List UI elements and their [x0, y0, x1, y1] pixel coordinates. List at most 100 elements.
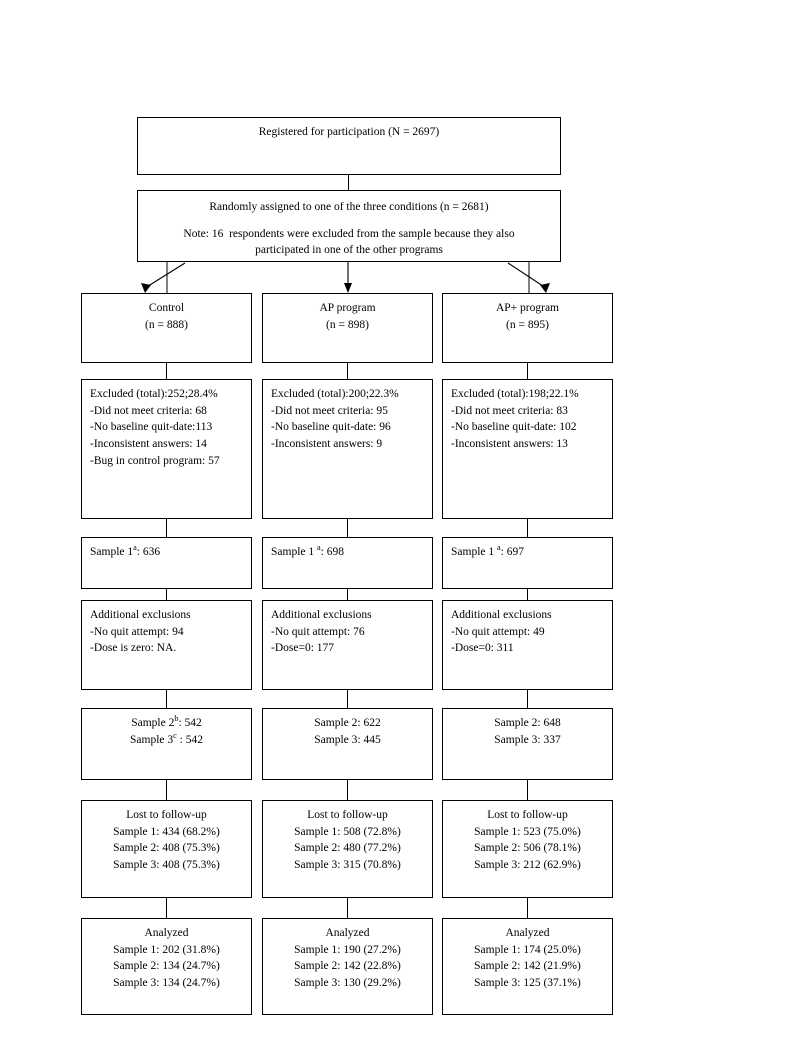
sample1-prefix: Sample 1	[90, 546, 134, 558]
connector-registered-to-randomized	[348, 175, 349, 190]
sample2-prefix: Sample 2	[131, 717, 175, 729]
sample3-text: Sample 3: 445	[271, 732, 424, 749]
node-registered: Registered for participation (N = 2697)	[137, 117, 561, 175]
sample1-footnote-marker: a	[133, 543, 137, 553]
lost-line: Sample 3: 408 (75.3%)	[113, 859, 220, 872]
connector-c3-lost-to-analyzed	[527, 898, 528, 918]
additional-line: Additional exclusions	[271, 609, 372, 621]
connector-c3-additional-to-sample23	[527, 690, 528, 708]
excluded-line: -Did not meet criteria: 68	[90, 404, 207, 417]
lost-line: Sample 2: 480 (77.2%)	[294, 842, 401, 855]
analyzed-line: Sample 1: 190 (27.2%)	[294, 943, 401, 956]
excluded-box-ap: Excluded (total):200;22.3% -Did not meet…	[262, 379, 433, 519]
sample2-text: Sample 2: 648	[451, 715, 604, 732]
excluded-line: Excluded (total):198;22.1%	[451, 388, 579, 400]
sample2-value: : 622	[357, 717, 381, 729]
connector-c3-sample23-to-lost	[527, 780, 528, 800]
lost-followup-box-ap: Lost to follow-up Sample 1: 508 (72.8%) …	[262, 800, 433, 898]
sample2-value: : 542	[178, 717, 202, 729]
connector-c1-sample23-to-lost	[166, 780, 167, 800]
additional-line: -No quit attempt: 49	[451, 625, 545, 638]
connector-c1-sample1-to-additional	[166, 589, 167, 600]
sample23-box-ap: Sample 2: 622 Sample 3: 445	[262, 708, 433, 780]
condition-n: (n = 895)	[506, 318, 549, 331]
lost-line: Sample 3: 315 (70.8%)	[294, 859, 401, 872]
analyzed-box-control: Analyzed Sample 1: 202 (31.8%) Sample 2:…	[81, 918, 252, 1015]
additional-line: -Dose is zero: NA.	[90, 642, 177, 655]
connector-c1-additional-to-sample23	[166, 690, 167, 708]
condition-name: AP+ program	[495, 302, 560, 314]
sample1-prefix: Sample 1	[451, 546, 497, 558]
connector-c2-sample23-to-lost	[347, 780, 348, 800]
sample2-text: Sample 2b: 542	[90, 715, 243, 732]
connector-c2-lost-to-analyzed	[347, 898, 348, 918]
excluded-line: -Inconsistent answers: 14	[90, 438, 207, 451]
sample3-footnote-marker: c	[173, 730, 177, 740]
excluded-line: -No baseline quit-date:113	[90, 421, 213, 434]
condition-n: (n = 898)	[326, 318, 369, 331]
additional-line: -No quit attempt: 76	[271, 625, 365, 638]
connector-c3-cond-to-excluded	[527, 363, 528, 379]
sample2-value: : 648	[537, 717, 561, 729]
analyzed-box-ap: Analyzed Sample 1: 190 (27.2%) Sample 2:…	[262, 918, 433, 1015]
lost-line: Sample 1: 434 (68.2%)	[113, 825, 220, 838]
sample3-text: Sample 3c : 542	[90, 730, 243, 749]
lost-line: Sample 3: 212 (62.9%)	[474, 859, 581, 872]
sample1-prefix: Sample 1	[271, 546, 317, 558]
sample2-text: Sample 2: 622	[271, 715, 424, 732]
arrow-to-ap	[344, 262, 352, 293]
condition-box-applus: AP+ program (n = 895)	[442, 293, 613, 363]
connector-c3-sample1-to-additional	[527, 589, 528, 600]
sample23-box-control: Sample 2b: 542 Sample 3c : 542	[81, 708, 252, 780]
additional-line: -Dose=0: 177	[271, 642, 335, 655]
excluded-line: -No baseline quit-date: 96	[271, 421, 391, 434]
sample1-box-ap: Sample 1 a: 698	[262, 537, 433, 589]
sample3-value: : 542	[176, 733, 203, 746]
analyzed-box-applus: Analyzed Sample 1: 174 (25.0%) Sample 2:…	[442, 918, 613, 1015]
node-randomized-note-line2: participated in one of the other program…	[255, 244, 443, 257]
condition-name: AP program	[319, 302, 376, 314]
analyzed-line: Sample 1: 174 (25.0%)	[474, 943, 581, 956]
lost-line: Sample 1: 508 (72.8%)	[294, 825, 401, 838]
sample1-text: Sample 1 a: 697	[451, 544, 604, 561]
lost-line: Lost to follow-up	[126, 809, 207, 821]
node-registered-text: Registered for participation (N = 2697)	[258, 126, 440, 138]
excluded-line: -Bug in control program: 57	[90, 454, 220, 467]
analyzed-line: Sample 3: 125 (37.1%)	[474, 977, 581, 990]
sample2-footnote-marker: b	[174, 714, 179, 724]
node-randomized-text: Randomly assigned to one of the three co…	[209, 201, 489, 213]
sample3-prefix: Sample 3	[494, 733, 538, 746]
excluded-line: -No baseline quit-date: 102	[451, 421, 577, 434]
sample1-value: : 697	[500, 546, 524, 558]
analyzed-line: Analyzed	[505, 927, 550, 939]
sample2-prefix: Sample 2	[494, 717, 538, 729]
sample2-prefix: Sample 2	[314, 717, 358, 729]
sample1-footnote-marker: a	[317, 543, 321, 553]
connector-c2-cond-to-excluded	[347, 363, 348, 379]
additional-line: Additional exclusions	[90, 609, 191, 621]
randomization-split-arrows	[166, 262, 530, 294]
arrow-to-applus	[507, 262, 550, 293]
node-randomized: Randomly assigned to one of the three co…	[137, 190, 561, 262]
connector-c2-sample1-to-additional	[347, 589, 348, 600]
excluded-box-applus: Excluded (total):198;22.1% -Did not meet…	[442, 379, 613, 519]
node-randomized-note-line1: Note: 16 respondents were excluded from …	[183, 227, 515, 240]
sample3-value: : 337	[537, 733, 561, 746]
connector-c2-additional-to-sample23	[347, 690, 348, 708]
sample1-box-control: Sample 1a: 636	[81, 537, 252, 589]
sample1-value: : 636	[136, 546, 161, 558]
condition-name: Control	[148, 302, 185, 314]
connector-c1-excluded-to-sample1	[166, 519, 167, 537]
sample3-value: : 445	[357, 733, 381, 746]
condition-box-control: Control (n = 888)	[81, 293, 252, 363]
connector-c3-excluded-to-sample1	[527, 519, 528, 537]
sample1-text: Sample 1a: 636	[90, 544, 243, 561]
sample1-text: Sample 1 a: 698	[271, 544, 424, 561]
analyzed-line: Sample 2: 142 (22.8%)	[294, 960, 401, 973]
analyzed-line: Analyzed	[144, 927, 189, 939]
sample3-prefix: Sample 3	[130, 733, 174, 746]
analyzed-line: Sample 2: 134 (24.7%)	[113, 960, 220, 973]
analyzed-line: Analyzed	[325, 927, 370, 939]
additional-line: Additional exclusions	[451, 609, 552, 621]
additional-line: -No quit attempt: 94	[90, 625, 184, 638]
